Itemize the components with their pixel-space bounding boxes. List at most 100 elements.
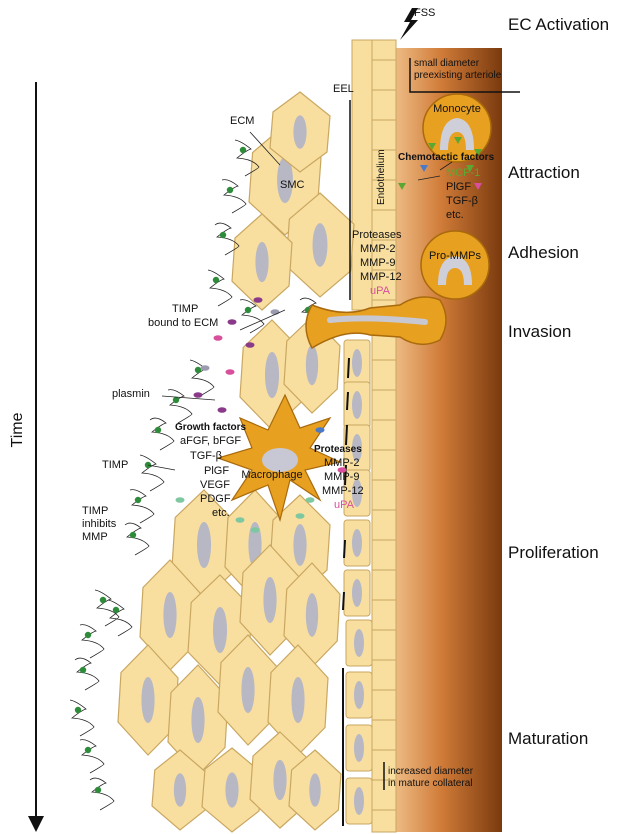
factor-dot xyxy=(296,513,305,519)
smc-nucleus xyxy=(265,352,279,398)
chemotactic-item-1: PlGF xyxy=(446,181,471,193)
ecm-fiber xyxy=(108,600,132,636)
growth-factors-item-0: aFGF, bFGF xyxy=(180,435,241,447)
smc-nucleus xyxy=(197,522,211,568)
smc-nucleus xyxy=(225,772,238,807)
endothelial-nucleus xyxy=(354,734,364,762)
ecm-dot xyxy=(113,607,119,613)
proteases-top-item-1: MMP-9 xyxy=(360,257,395,269)
endothelial-strip-upper xyxy=(352,40,372,310)
endothelial-nucleus xyxy=(354,681,364,709)
chemotactic-item-2: TGF-β xyxy=(446,195,478,207)
proteases-bottom-title: Proteases xyxy=(314,444,362,455)
stage-proliferation: Proliferation xyxy=(508,543,599,562)
factor-dot xyxy=(218,407,227,413)
growth-factors-item-3: VEGF xyxy=(200,479,230,491)
factor-dot xyxy=(246,342,255,348)
factor-dot xyxy=(176,497,185,503)
factor-dot xyxy=(236,517,245,523)
smc-nucleus xyxy=(263,577,276,623)
ecm-fiber xyxy=(168,390,192,423)
proteases-top-title: Proteases xyxy=(352,229,402,241)
ecm-fiber xyxy=(70,700,94,736)
timp-inhibits-label-2: inhibits xyxy=(82,518,117,530)
ecm-fiber xyxy=(125,523,149,555)
ecm-dot xyxy=(173,397,179,403)
proteases-bottom-item-2: MMP-12 xyxy=(322,485,364,497)
smc-nucleus xyxy=(174,773,186,807)
timp-label: TIMP xyxy=(102,459,128,471)
monocyte-label: Monocyte xyxy=(433,103,481,115)
growth-factors-title: Growth factors xyxy=(175,422,247,433)
smc-nucleus xyxy=(291,677,304,723)
growth-factors-item-2: PlGF xyxy=(204,465,229,477)
time-arrow xyxy=(28,82,44,832)
ecm-dot xyxy=(155,427,161,433)
ecm-fiber xyxy=(80,740,104,773)
ecm-fiber xyxy=(140,455,164,491)
small-diameter-label-2: preexisting arteriole xyxy=(414,70,502,81)
proteases-top-item-3: uPA xyxy=(370,285,391,297)
endothelial-nucleus xyxy=(352,391,362,419)
factor-dot xyxy=(271,309,280,315)
factor-dot xyxy=(214,335,223,341)
smc-nucleus xyxy=(255,242,268,282)
ecm-dot xyxy=(245,307,251,313)
endothelial-nucleus xyxy=(352,349,362,377)
endothelial-nucleus xyxy=(354,787,364,815)
ecm-fiber xyxy=(222,180,246,213)
eel-label: EEL xyxy=(333,83,354,95)
ecm-dot xyxy=(240,147,246,153)
factor-dot xyxy=(251,527,260,533)
stage-adhesion: Adhesion xyxy=(508,243,579,262)
ecm-fiber xyxy=(130,490,154,523)
small-diameter-label-1: small diameter xyxy=(414,58,480,69)
ecm-dot xyxy=(75,707,81,713)
endothelium-label: Endothelium xyxy=(376,149,387,205)
smc-nucleus xyxy=(241,667,254,713)
ecm-fiber xyxy=(190,360,214,396)
ecm-dot xyxy=(195,367,201,373)
growth-factors-item-5: etc. xyxy=(212,507,230,519)
increased-diameter-label-2: in mature collateral xyxy=(388,778,472,789)
proteases-top-item-2: MMP-12 xyxy=(360,271,402,283)
stage-invasion: Invasion xyxy=(508,322,571,341)
chemotactic-item-0: MCP-1 xyxy=(446,167,480,179)
ecm-fiber xyxy=(90,778,114,810)
ecm-dot xyxy=(85,747,91,753)
ecm-dot xyxy=(220,232,226,238)
increased-diameter-label-1: increased diameter xyxy=(388,766,474,777)
stage-attraction: Attraction xyxy=(508,163,580,182)
smc-nucleus xyxy=(306,593,318,637)
endothelial-nucleus xyxy=(352,579,362,607)
endothelial-cell-column xyxy=(344,40,396,832)
smc-nucleus xyxy=(306,345,318,385)
ecm-dot xyxy=(95,787,101,793)
ecm-dot xyxy=(135,497,141,503)
smc-nucleus xyxy=(191,697,204,743)
stage-ec-activation: EC Activation xyxy=(508,15,609,34)
growth-factors-item-4: PDGF xyxy=(200,493,231,505)
timp-inhibits-label-1: TIMP xyxy=(82,505,108,517)
factor-dot xyxy=(306,497,315,503)
smc-nucleus xyxy=(309,773,320,807)
smc-nucleus xyxy=(293,115,306,149)
factor-dot xyxy=(201,365,210,371)
smc-nucleus xyxy=(141,677,154,723)
factor-dot xyxy=(228,319,237,325)
smc-nucleus xyxy=(273,760,286,800)
ecm-fiber xyxy=(150,418,174,450)
proteases-bottom-item-1: MMP-9 xyxy=(324,471,359,483)
smc-nucleus xyxy=(163,592,176,638)
smc-nucleus xyxy=(293,524,306,566)
ecm-fiber xyxy=(208,270,232,306)
ecm-dot xyxy=(85,632,91,638)
macrophage-cell xyxy=(218,395,340,520)
macrophage-label: Macrophage xyxy=(241,469,302,481)
time-label: Time xyxy=(9,412,26,447)
proteases-top-item-0: MMP-2 xyxy=(360,243,395,255)
smc-nucleus xyxy=(313,223,328,267)
ecm-fiber xyxy=(80,625,104,658)
